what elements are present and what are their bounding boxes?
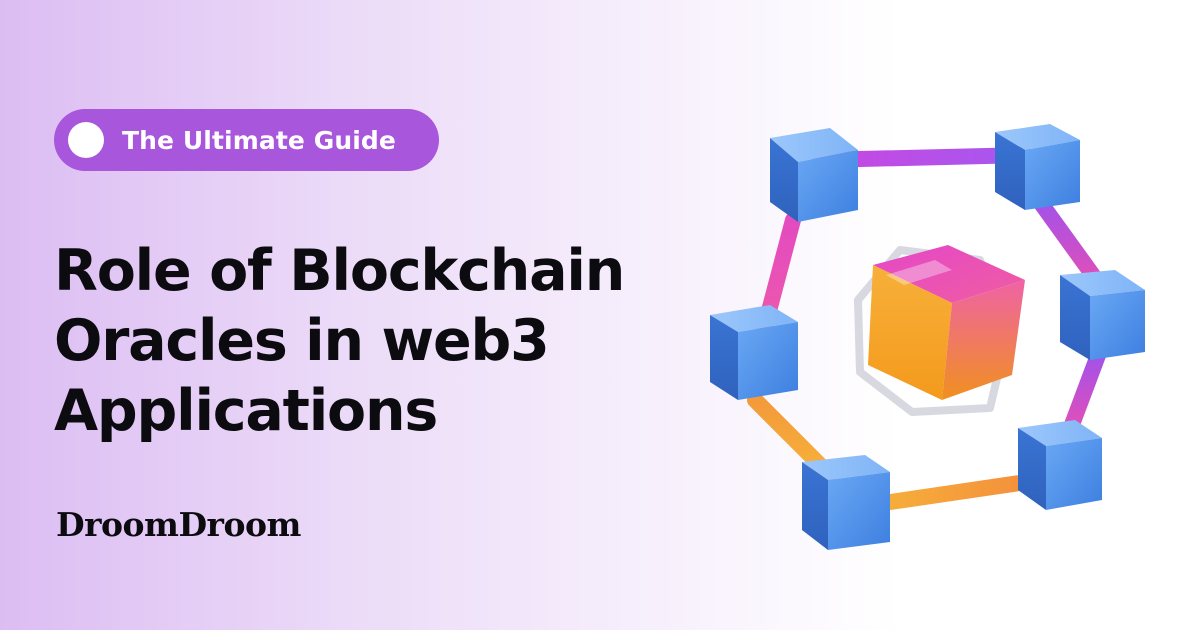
category-badge: The Ultimate Guide [54, 109, 439, 171]
brand-logo: DroomDroom [56, 505, 301, 544]
node-top-right [995, 124, 1080, 210]
node-left [710, 305, 798, 400]
title-line-3: Applications [54, 378, 438, 444]
blockchain-network-icon [710, 124, 1145, 550]
node-bottom-left [802, 455, 890, 550]
node-top-left [770, 128, 858, 222]
badge-label: The Ultimate Guide [122, 125, 396, 155]
node-right [1060, 270, 1145, 360]
page-title: Role of Blockchain Oracles in web3 Appli… [54, 236, 694, 446]
badge-dot [68, 122, 104, 158]
title-line-2: Oracles in web3 [54, 308, 550, 374]
node-bottom-right [1018, 420, 1102, 510]
title-line-1: Role of Blockchain [54, 238, 625, 304]
